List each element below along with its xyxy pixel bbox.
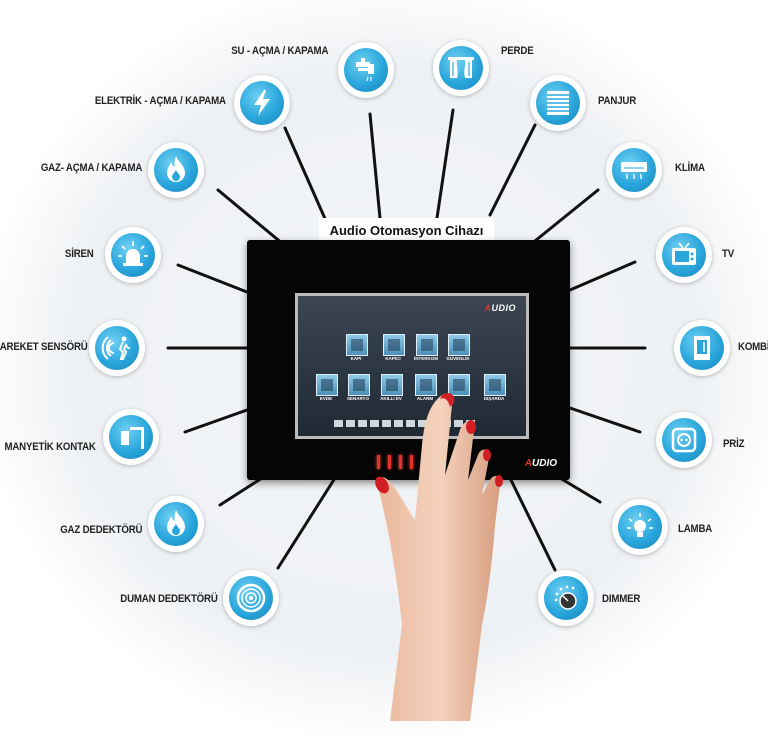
smoke-detector-node[interactable]	[223, 570, 279, 626]
screen-label-evde: EVDE	[319, 396, 333, 401]
screen-label-interkom: İNTERKOM	[414, 356, 438, 361]
flame-icon	[167, 156, 185, 182]
label-hareket: HAREKET SENSÖRÜ	[0, 341, 88, 353]
device-logo: AUDIO	[524, 458, 557, 469]
faucet-icon	[356, 58, 374, 82]
label-kombi: KOMBİ	[738, 341, 768, 353]
status-leds	[377, 455, 421, 474]
siren-icon	[118, 241, 148, 266]
label-manyetik: MANYETİK KONTAK	[4, 441, 96, 453]
screen-label-disarda: DIŞARDA	[483, 396, 505, 401]
screen-button-alarm[interactable]	[415, 374, 437, 396]
gas-detector-node[interactable]	[148, 496, 204, 552]
connector-lines	[166, 108, 647, 572]
label-elektrik: ELEKTRİK - AÇMA / KAPAMA	[95, 95, 226, 107]
screen-label-akilli-ev: AKILLI EV	[380, 396, 402, 401]
label-duman: DUMAN DEDEKTÖRÜ	[120, 593, 219, 605]
automation-device: AUDIO KAPI KAPICI İNTERKOM GÜVENLİK EVDE…	[247, 240, 570, 480]
device-screen[interactable]: AUDIO KAPI KAPICI İNTERKOM GÜVENLİK EVDE…	[295, 293, 529, 439]
screen-button-settings[interactable]	[448, 374, 470, 396]
boiler-node[interactable]	[674, 320, 730, 376]
lamp-node[interactable]	[612, 499, 668, 555]
label-siren: SİREN	[65, 248, 94, 260]
screen-logo: AUDIO	[484, 303, 516, 313]
curtain-node[interactable]	[433, 40, 489, 96]
shutter-node[interactable]	[530, 75, 586, 131]
socket-icon	[671, 427, 697, 453]
boiler-icon	[694, 336, 710, 360]
smoke-detector-icon	[236, 583, 266, 613]
screen-button-disarda[interactable]	[484, 374, 506, 396]
screen-label-kapi: KAPI	[350, 356, 362, 361]
screen-button-interkom[interactable]	[416, 334, 438, 356]
socket-node[interactable]	[656, 412, 712, 468]
screen-button-kapici[interactable]	[383, 334, 405, 356]
siren-node[interactable]	[105, 227, 161, 283]
dimmer-node[interactable]	[538, 570, 594, 626]
screen-label-alarm: ALARM	[416, 396, 434, 401]
lamp-icon	[627, 513, 653, 537]
screen-button-senaryo[interactable]	[348, 374, 370, 396]
screen-button-guvenlik[interactable]	[448, 334, 470, 356]
label-su: SU - AÇMA / KAPAMA	[230, 45, 328, 57]
label-dimmer: DIMMER	[602, 593, 641, 605]
label-gaz-dedektor: GAZ DEDEKTÖRÜ	[59, 524, 142, 536]
screen-button-akilli-ev[interactable]	[381, 374, 403, 396]
tv-node[interactable]	[656, 227, 712, 283]
screen-label-senaryo: SENARYO	[346, 396, 370, 401]
curtain-icon	[448, 57, 474, 78]
magnetic-contact-icon	[121, 427, 144, 449]
magnetic-contact-node[interactable]	[103, 409, 159, 465]
lightning-node[interactable]	[234, 75, 290, 131]
shutter-icon	[547, 91, 569, 115]
motion-sensor-node[interactable]	[89, 320, 145, 376]
gas-valve-node[interactable]	[148, 142, 204, 198]
label-perde: PERDE	[501, 45, 534, 57]
lightning-icon	[254, 90, 270, 116]
label-klima: KLİMA	[675, 162, 705, 174]
screen-button-kapi[interactable]	[346, 334, 368, 356]
label-priz: PRİZ	[723, 438, 745, 450]
tv-icon	[672, 242, 696, 265]
label-tv: TV	[722, 248, 735, 260]
screen-label-guvenlik: GÜVENLİK	[446, 356, 470, 361]
label-lamba: LAMBA	[678, 523, 713, 535]
dimmer-icon	[554, 585, 577, 610]
device-caption: Audio Otomasyon Cihazı	[319, 218, 494, 244]
faucet-node[interactable]	[338, 42, 394, 98]
hand-image	[375, 393, 503, 721]
screen-button-evde[interactable]	[316, 374, 338, 396]
gas-detector-icon	[167, 510, 185, 536]
air-conditioner-node[interactable]	[606, 142, 662, 198]
screen-label-kapici: KAPICI	[385, 356, 401, 361]
air-conditioner-icon	[621, 162, 647, 180]
label-gaz: GAZ- AÇMA / KAPAMA	[40, 162, 143, 174]
motion-sensor-icon	[101, 336, 130, 360]
label-panjur: PANJUR	[598, 95, 637, 107]
